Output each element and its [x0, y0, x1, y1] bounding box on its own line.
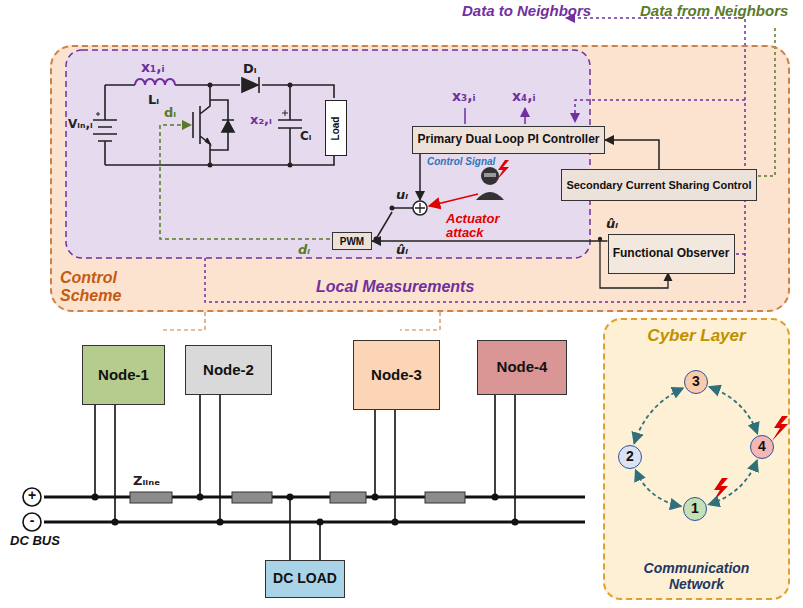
region-fill [50, 45, 790, 312]
text-label: dᵢ [298, 243, 310, 257]
observer-box: Functional Observer [608, 234, 735, 274]
signal-arrow [372, 240, 608, 242]
text-label: x₁,ᵢ [141, 60, 165, 75]
box-label: Node-1 [98, 367, 149, 384]
text-label: x₂,ᵢ [250, 113, 272, 127]
text-label: Local Measurements [316, 278, 474, 296]
text-label: DC BUS [10, 534, 60, 548]
region-title: Cyber Layer [605, 326, 788, 346]
text-label: Cᵢ [300, 130, 311, 143]
text-label: x₃,ᵢ [452, 89, 476, 104]
box-label: DC LOAD [273, 571, 337, 586]
controller-box: Secondary Current Sharing Control [561, 169, 757, 201]
data-line [205, 18, 745, 302]
text-label: + [28, 488, 36, 503]
text-label: Control Signal [427, 156, 495, 167]
node-box: Node-1 [82, 345, 165, 405]
lightning-icon [712, 478, 728, 503]
box-label: Primary Dual Loop PI Controller [417, 133, 599, 146]
data-line [720, 28, 775, 176]
controller-box: Primary Dual Loop PI Controller [412, 126, 605, 154]
box-label: Secondary Current Sharing Control [566, 179, 751, 191]
node-box: Node-3 [353, 340, 440, 410]
communication-link [636, 470, 682, 506]
text-label: ûᵢ [396, 243, 408, 257]
communication-link [708, 460, 757, 505]
region-title: Control Scheme [60, 269, 160, 306]
boost-converter [93, 77, 334, 165]
box-label: Node-4 [497, 359, 548, 376]
signal-arrow [605, 140, 659, 169]
region-fill [603, 318, 790, 600]
communication-link [709, 387, 757, 434]
text-label: dᵢ [164, 106, 176, 120]
circuit-region [66, 50, 590, 258]
network-node: 2 [618, 445, 642, 469]
region-caption: Communication Network [615, 560, 778, 592]
box-label: Node-3 [371, 367, 422, 384]
text-label: Data to Neighbors [462, 3, 591, 20]
dc-bus [44, 395, 585, 560]
gate-signal-line [160, 125, 330, 239]
network-node: 3 [684, 370, 708, 394]
box-label: 2 [626, 449, 634, 464]
network-node: 4 [750, 435, 774, 459]
text-label: ûᵢ [606, 217, 618, 231]
text-label: Vᵢₙ,ᵢ [68, 118, 93, 131]
box-label: 1 [691, 501, 699, 516]
text-label: Data from Neighbors [640, 3, 788, 20]
box-label: Load [331, 116, 342, 140]
pwm-box: PWM [332, 232, 372, 250]
node-box: Node-2 [185, 345, 272, 395]
network-node: 1 [683, 497, 707, 521]
text-label: Lᵢ [148, 93, 159, 107]
box-label: 4 [758, 439, 766, 454]
box-label: PWM [340, 236, 364, 247]
box-label: Node-2 [203, 362, 254, 379]
box-label: 3 [692, 374, 700, 389]
text-label: Actuator attack [446, 212, 518, 241]
text-label: Dᵢ [243, 62, 257, 76]
text-label: Zₗᵢₙₑ [133, 474, 160, 488]
load-box: DC LOAD [265, 560, 345, 598]
hacker-icon [476, 167, 504, 200]
lightning-icon [496, 160, 509, 181]
node-box: Node-4 [477, 340, 567, 395]
switch-symbol [376, 212, 392, 239]
communication-link [634, 388, 683, 444]
text-label: uᵢ [396, 188, 408, 202]
cyber-layer-region: Cyber LayerCommunication Network 3 2 4 1 [603, 318, 790, 600]
box-label: Functional Observer [613, 247, 730, 260]
text-label: x₄,ᵢ [512, 89, 536, 104]
control-scheme-region: Control Scheme Primary Dual Loop PI Contr… [50, 45, 790, 312]
text-label: - [30, 513, 35, 528]
line-impedance [130, 492, 465, 503]
lightning-icon [772, 416, 788, 441]
summing-junction [413, 201, 427, 215]
load-box: Load [325, 100, 347, 156]
